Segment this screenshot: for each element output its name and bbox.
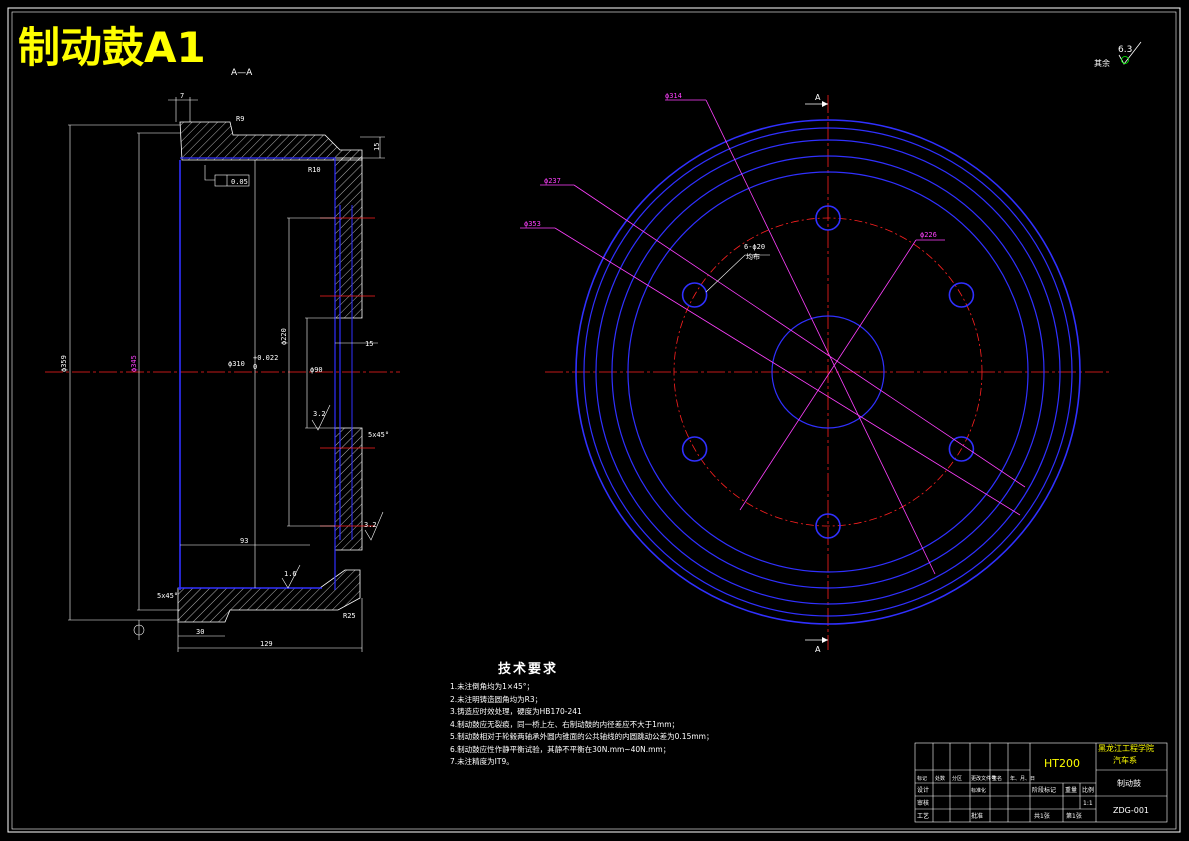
svg-text:5x45°: 5x45° (368, 431, 389, 439)
tolerance-frame (204, 165, 250, 187)
svg-text:+0.022: +0.022 (253, 354, 278, 362)
tech-req-item: 2.未注明铸造圆角均为R3； (450, 694, 543, 704)
svg-text:6-ϕ20: 6-ϕ20 (744, 243, 765, 251)
hatch-top-wall (179, 121, 363, 161)
bolt-hole (815, 205, 841, 231)
tech-req-item: 4.制动鼓应无裂痕，同一桥上左、右制动鼓的内径差应不大于1mm； (450, 719, 680, 729)
svg-text:30: 30 (196, 628, 204, 636)
svg-text:A: A (815, 645, 821, 654)
bolt-hole (681, 436, 708, 462)
svg-text:A: A (815, 93, 821, 102)
svg-text:标准化: 标准化 (971, 787, 986, 794)
drawing-title: 制动鼓A1 (18, 23, 206, 72)
hatch-web-lower (334, 427, 363, 551)
svg-text:3.2: 3.2 (364, 521, 377, 529)
svg-text:黑龙江工程学院: 黑龙江工程学院 (1098, 743, 1154, 753)
bolt-hole (815, 513, 841, 539)
svg-text:设计: 设计 (917, 786, 929, 794)
svg-text:ϕ226: ϕ226 (920, 231, 937, 239)
bolt-hole (681, 282, 708, 308)
svg-text:制动鼓: 制动鼓 (1117, 778, 1141, 788)
svg-text:比例: 比例 (1082, 786, 1094, 794)
svg-text:R10: R10 (308, 166, 321, 174)
svg-text:3.2: 3.2 (313, 410, 326, 418)
tech-req-heading: 技术要求 (498, 662, 559, 677)
svg-text:0.05: 0.05 (231, 178, 248, 186)
section-marker-bottom: A (805, 637, 828, 654)
svg-text:阶段标记: 阶段标记 (1032, 786, 1056, 794)
tech-req-item: 6.制动鼓应性作静平衡试验，其静不平衡在30N.mm~40N.mm； (450, 744, 671, 754)
svg-text:其余: 其余 (1094, 58, 1110, 68)
svg-text:5x45°: 5x45° (157, 592, 178, 600)
svg-text:ZDG-001: ZDG-001 (1113, 806, 1149, 815)
svg-text:7: 7 (180, 92, 184, 100)
svg-text:HT200: HT200 (1044, 757, 1080, 770)
svg-text:15: 15 (365, 340, 373, 348)
hatch-bottom-wall (177, 569, 361, 623)
tech-req-item: 3.铸造应时效处理，硬度为HB170-241 (450, 707, 582, 716)
svg-text:ϕ353: ϕ353 (524, 220, 541, 228)
svg-text:15: 15 (373, 143, 381, 151)
svg-text:第1张: 第1张 (1066, 812, 1082, 820)
svg-text:汽车系: 汽车系 (1113, 755, 1137, 765)
svg-text:重量: 重量 (1065, 786, 1077, 794)
title-block (914, 742, 1168, 823)
svg-text:ϕ237: ϕ237 (544, 177, 561, 185)
svg-text:批准: 批准 (971, 812, 983, 820)
svg-text:处数: 处数 (935, 775, 945, 782)
datum-symbol (133, 620, 145, 640)
svg-text:签名: 签名 (992, 775, 1002, 782)
svg-text:分区: 分区 (952, 775, 962, 782)
title-block-text: HT200 黑龙江工程学院 汽车系 制动鼓 ZDG-001 阶段标记 重量 比例… (917, 743, 1154, 820)
outer-border (7, 7, 1181, 833)
svg-text:均布: 均布 (746, 252, 760, 261)
svg-text:标记: 标记 (917, 775, 927, 782)
inner-border (11, 11, 1177, 830)
section-view: 7 R9 15 R10 0.05 ϕ359 ϕ345 ϕ310 +0.022 0… (45, 92, 400, 652)
svg-text:1.6: 1.6 (284, 570, 297, 578)
tech-req-item: 5.制动鼓相对于轮毂两轴承外圆内锥面的公共轴线的内圆跳动公差为0.15mm； (450, 732, 714, 741)
hatch-web (334, 157, 363, 319)
svg-text:ϕ314: ϕ314 (665, 92, 682, 100)
front-view: A A ϕ314 ϕ237 (520, 92, 1110, 654)
tech-req-item: 7.未注精度为IT9。 (450, 757, 514, 766)
svg-text:93: 93 (240, 537, 248, 545)
svg-text:0: 0 (253, 363, 257, 371)
svg-text:129: 129 (260, 640, 273, 648)
bolt-hole (948, 282, 975, 308)
section-marker-top: A (805, 93, 828, 107)
surface-finish-symbol: 6.3 其余 (1094, 41, 1142, 68)
svg-text:更改文件号: 更改文件号 (971, 775, 996, 782)
svg-text:ϕ310: ϕ310 (228, 360, 245, 368)
svg-text:ϕ345: ϕ345 (130, 355, 138, 372)
svg-text:ϕ359: ϕ359 (60, 355, 68, 372)
svg-text:6.3: 6.3 (1118, 45, 1132, 55)
svg-text:审核: 审核 (917, 799, 929, 807)
svg-text:R25: R25 (343, 612, 356, 620)
bolt-hole (948, 436, 975, 462)
svg-text:工艺: 工艺 (917, 812, 929, 820)
technical-requirements: 技术要求 1.未注倒角均为1×45°； 2.未注明铸造圆角均为R3； 3.铸造应… (450, 658, 810, 769)
svg-text:ϕ90: ϕ90 (310, 366, 323, 374)
tech-req-item: 1.未注倒角均为1×45°； (450, 682, 535, 691)
svg-text:共1张: 共1张 (1034, 812, 1050, 820)
svg-text:ϕ220: ϕ220 (280, 328, 288, 345)
svg-text:R9: R9 (236, 115, 244, 123)
section-label: A—A (231, 68, 253, 78)
svg-text:年、月、日: 年、月、日 (1010, 775, 1035, 782)
svg-text:1:1: 1:1 (1083, 800, 1093, 807)
